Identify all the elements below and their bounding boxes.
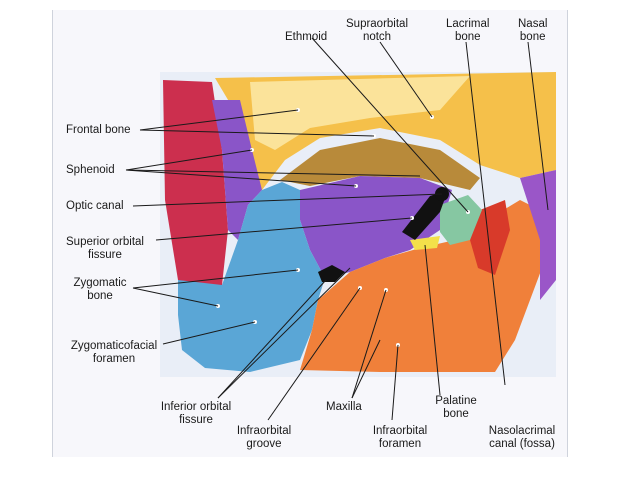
leader-maxilla-2 xyxy=(351,339,381,399)
zygomatic-region xyxy=(178,182,325,372)
label-optic-canal: Optic canal xyxy=(66,200,124,212)
leader-supraorbital xyxy=(379,41,433,118)
leader-iof-2 xyxy=(217,267,351,399)
leader-zygomatic-1 xyxy=(132,269,299,289)
label-frontal-bone: Frontal bone xyxy=(66,124,131,136)
leader-lacrimal xyxy=(465,41,506,386)
sphenoid-greater-wing xyxy=(212,100,262,240)
ethmoid-region xyxy=(440,195,482,245)
leader-infraorbital-foramen xyxy=(391,344,399,421)
leader-sof xyxy=(155,217,413,241)
leader-palatine xyxy=(424,244,441,396)
sphenoid-orbital-surface xyxy=(300,176,452,278)
label-sphenoid: Sphenoid xyxy=(66,164,115,176)
temporal-region xyxy=(163,80,228,290)
frontal-bone-highlight xyxy=(250,76,470,150)
leader-maxilla-1 xyxy=(351,289,387,399)
lacrimal-region xyxy=(470,200,510,275)
leader-sphenoid-1 xyxy=(125,149,253,171)
leader-zygomatic-2 xyxy=(132,287,219,307)
leader-frontal-2 xyxy=(139,129,375,137)
leader-iof-1 xyxy=(217,279,327,399)
leader-sphenoid-2 xyxy=(125,169,357,187)
leader-infraorbital-groove xyxy=(267,287,361,421)
leader-sphenoid-3 xyxy=(125,169,421,177)
leader-optic xyxy=(132,193,443,207)
leader-nasal xyxy=(527,41,549,211)
leader-zygomaticofacial xyxy=(162,321,256,345)
label-ethmoid: Ethmoid xyxy=(285,31,328,43)
label-maxilla: Maxilla xyxy=(326,401,362,413)
leader-ethmoid xyxy=(311,37,469,213)
leader-lines xyxy=(125,37,549,421)
orbit-roof xyxy=(280,138,480,190)
inferior-orbital-fissure-mark xyxy=(318,265,345,282)
leader-frontal-1 xyxy=(139,109,299,131)
superior-orbital-fissure-mark xyxy=(402,190,448,240)
palatine-region xyxy=(410,236,440,250)
